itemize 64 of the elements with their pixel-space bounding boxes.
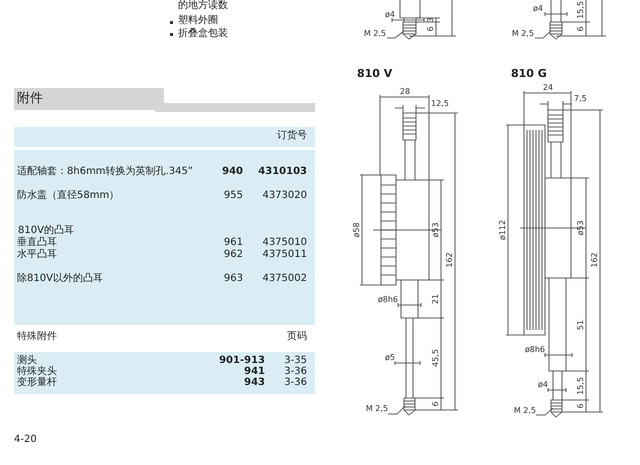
- table-cell-text: 3-36: [284, 366, 307, 378]
- table-cell: 940: [222, 166, 243, 178]
- table-cell: 防水盖（直径58mm）: [17, 190, 120, 202]
- dimension-label: ø4: [538, 380, 548, 389]
- table-cell: 3-36: [284, 377, 307, 389]
- table-cell: 4375011: [262, 249, 307, 261]
- bullet-text: 折叠盒包装: [178, 28, 228, 40]
- table-cell: 961: [224, 237, 243, 249]
- dimension-label: 45,5: [431, 349, 440, 367]
- table-cell-text: 垂直凸耳: [17, 237, 57, 248]
- table-cell: 水平凸耳: [17, 249, 57, 261]
- dimension-label: 6: [576, 403, 585, 409]
- dimension-label: 24: [542, 83, 554, 92]
- dimension-label: ø4: [533, 4, 543, 13]
- table-cell: 963: [224, 273, 243, 285]
- table-cell: 除810V以外的凸耳: [17, 273, 103, 285]
- dimension-label: 7,5: [574, 94, 587, 103]
- table-cell-text: 901-913: [219, 355, 265, 366]
- drawing-title: 810 G: [511, 68, 547, 80]
- table-cell: 4375002: [262, 273, 307, 285]
- dimension-label: ø53: [431, 222, 440, 238]
- dimension-label: ø53: [576, 220, 585, 236]
- dimension-label: ø112: [498, 220, 507, 240]
- dimension-label: 162: [445, 252, 454, 268]
- table-cell-text: 测头: [17, 355, 37, 366]
- dimension-label: 15,5: [576, 1, 585, 19]
- section-heading: 附件: [14, 88, 164, 110]
- column-header: 特殊附件: [17, 331, 57, 343]
- table-cell-text: 特殊夹头: [17, 366, 57, 377]
- dimension-label: 12,5: [431, 99, 449, 108]
- page-number: 4-20: [14, 434, 37, 446]
- dimension-label: 51: [576, 320, 585, 330]
- table-cell: 943: [244, 377, 265, 389]
- dimension-label: 6: [426, 26, 435, 32]
- dimension-label: 3: [426, 17, 435, 23]
- column-header: 订货号: [277, 130, 307, 142]
- dimension-label: 6: [576, 26, 585, 32]
- dimension-label: ø4: [385, 10, 395, 19]
- dimension-label: ø58: [352, 222, 361, 238]
- table-cell-text: 941: [244, 366, 265, 378]
- dimension-label: ø8h6: [378, 295, 398, 304]
- dimension-label: 6: [431, 401, 440, 407]
- dimension-label: M 2,5: [364, 29, 386, 38]
- dimension-label: ø5: [385, 353, 395, 362]
- dimension-label: 28: [400, 87, 410, 96]
- table-cell: 4373020: [262, 190, 307, 202]
- bullet-text: 塑料外圈: [178, 15, 218, 27]
- table-cell: 适配轴套：8h6mm转换为英制孔.345”: [17, 166, 193, 178]
- table-cell-text: 3-35: [284, 355, 307, 366]
- dimension-label: 15,5: [576, 377, 585, 395]
- table-cell: 变形量杆: [17, 377, 57, 389]
- drawing-title: 810 V: [357, 68, 392, 80]
- dimension-label: ø8h6: [524, 345, 545, 354]
- table-cell: 4375010: [262, 237, 307, 249]
- dimension-label: 162: [590, 252, 599, 268]
- table-cell: 4310103: [258, 166, 307, 178]
- dimension-label: 21: [431, 294, 440, 304]
- table-cell: 955: [224, 190, 243, 202]
- table-cell: 962: [224, 249, 243, 261]
- dimension-label: M 2,5: [366, 404, 388, 413]
- table-cell-text: 810V的凸耳: [18, 225, 74, 236]
- column-header: 页码: [287, 331, 307, 343]
- dimension-label: M 2,5: [512, 29, 534, 38]
- dimension-label: M 2,5: [514, 406, 536, 415]
